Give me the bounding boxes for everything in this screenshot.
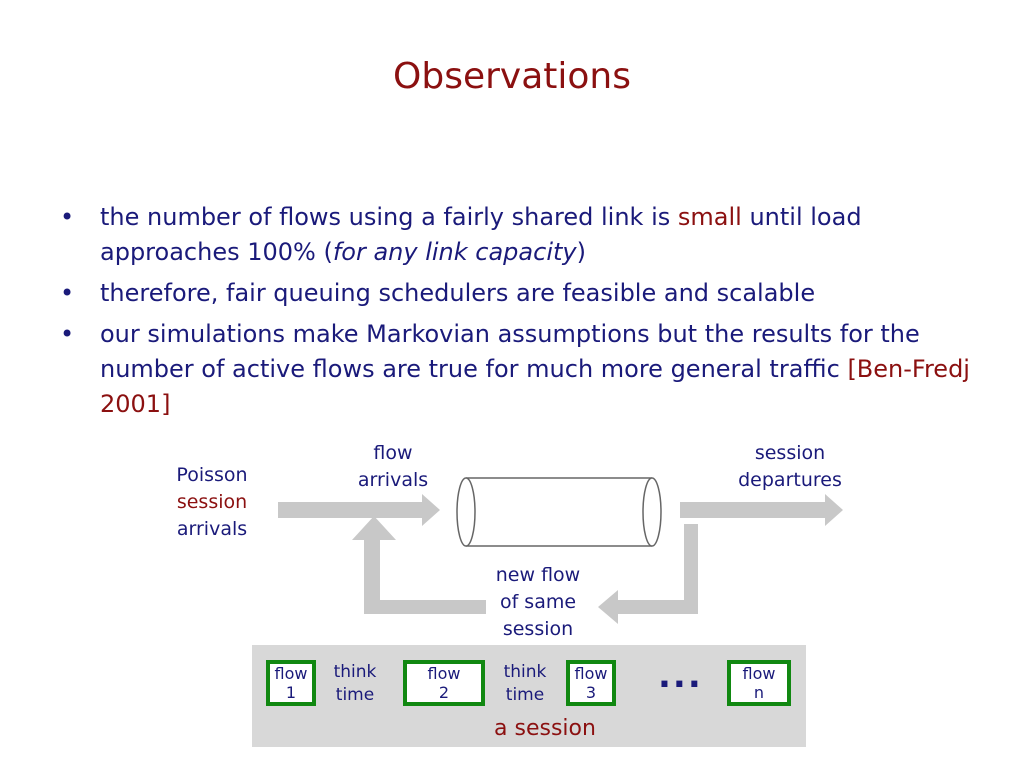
flow-label: flow [427,664,461,683]
label-line: arrivals [357,469,429,491]
bullet-marker: • [60,203,75,231]
bullet-text: the number of flows using a fairly share… [100,203,678,231]
bullet-text: until load approaches 100% ( [100,203,862,266]
highlight-small: small [677,203,742,231]
label-line: session [176,491,248,513]
poisson-arrivals-label: Poisson session arrivals [160,462,264,543]
think-label: time [335,685,375,705]
flow-label: flow [274,664,308,683]
think-label: think [333,662,377,682]
feedback-arrow [352,516,486,614]
think-time-1: think time [322,661,388,707]
slide-title: Observations [393,56,631,97]
flow-box-3: flow 3 [566,660,616,706]
label-line: session [754,442,826,464]
label-line: departures [738,469,842,491]
session-label: a session [494,716,596,741]
link-cylinder [456,477,662,547]
italic-note: for any link capacity [332,238,577,266]
bullet-item: • the number of flows using a fairly sha… [58,200,978,270]
bullet-marker: • [60,320,75,348]
outbound-arrow [680,494,843,526]
session-departures-label: session departures [720,440,860,494]
bullet-list: • the number of flows using a fairly sha… [58,200,978,428]
label-line: session [502,618,574,640]
bullet-marker: • [60,279,75,307]
flow-label: flow [574,664,608,683]
flow-number: n [753,683,765,702]
bullet-item: • therefore, fair queuing schedulers are… [58,276,978,311]
new-flow-label: new flow of same session [478,562,598,643]
flow-box-1: flow 1 [266,660,316,706]
bullet-text: therefore, fair queuing schedulers are f… [100,279,816,307]
label-line: of same [499,591,577,613]
ellipsis: ... [658,656,703,696]
inbound-arrow [278,494,440,526]
flow-number: 3 [585,683,597,702]
bullet-text: ) [576,238,586,266]
label-line: flow [373,442,413,464]
think-time-2: think time [492,661,558,707]
think-label: time [505,685,545,705]
flow-box-2: flow 2 [403,660,485,706]
flow-number: 2 [438,683,450,702]
flow-label: flow [742,664,776,683]
return-loop-arrow [598,524,698,624]
bullet-item: • our simulations make Markovian assumpt… [58,317,978,422]
flow-arrivals-label: flow arrivals [338,440,448,494]
citation: [Ben-Fredj 2001] [100,355,970,418]
flow-number: 1 [285,683,297,702]
label-line: Poisson [176,464,248,486]
flow-box-n: flow n [727,660,791,706]
label-line: new flow [495,564,581,586]
session-timeline [252,645,806,747]
label-line: arrivals [176,518,248,540]
bullet-text: our simulations make Markovian assumptio… [100,320,920,383]
think-label: think [503,662,547,682]
